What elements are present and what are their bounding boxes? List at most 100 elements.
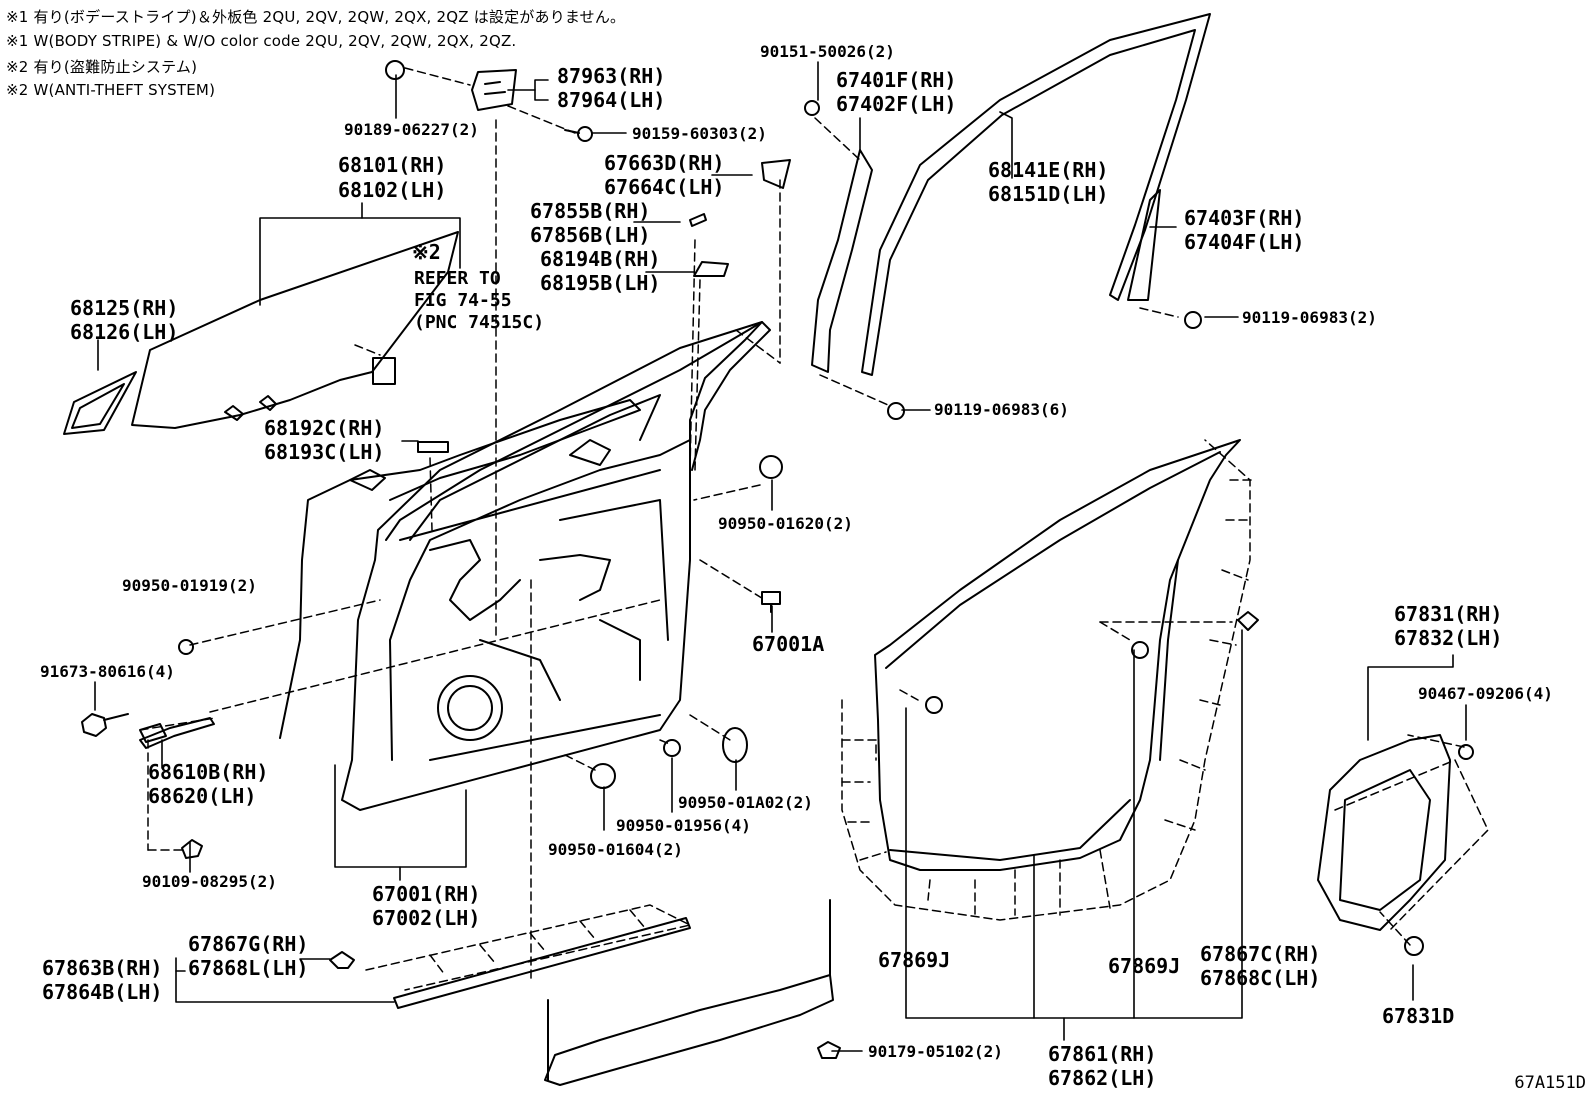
door-check-68610 [139,717,215,749]
glass-label-square [372,357,396,385]
door-outer-panel [279,399,641,739]
label-91673: 91673-80616(4) [40,662,175,681]
label-90950-01956: 90950-01956(4) [616,816,751,835]
clip-67869-b [1131,641,1149,659]
clip-67831D [1404,936,1424,956]
service-cover-67831 [1317,734,1451,931]
frame-moulding-67401 [811,149,873,373]
door-sash-frame [409,394,661,541]
label-90179: 90179-05102(2) [868,1042,1003,1061]
label-67868C: 67868C(LH) [1200,966,1321,990]
label-68102: 68102(LH) [338,178,447,202]
label-90109: 90109-08295(2) [142,872,277,891]
weatherstrip-67861-inner [885,451,1221,861]
plug-90950-01956 [663,739,681,757]
corner-garnish [63,371,137,435]
clip-67001A [761,591,781,613]
mirror-base [471,69,517,111]
label-67867G: 67867G(RH) [188,932,309,956]
label-67831D: 67831D [1382,1004,1455,1028]
door-inner-panel [349,439,611,491]
label-67002: 67002(LH) [372,906,481,930]
service-cover-inner [1339,769,1431,911]
refer-mark: ※2 [412,240,441,264]
plug-90950-01604 [590,763,616,789]
label-90119-b: 90119-06983(6) [934,400,1069,419]
label-68610: 68610B(RH) [148,760,269,784]
rocker-moulding [544,899,834,1086]
clip-90179 [817,1041,841,1059]
label-67869-b: 67869J [1108,954,1181,978]
label-90159: 90159-60303(2) [632,124,767,143]
screw-90119-b [887,402,905,420]
label-68192: 68192C(RH) [264,416,385,440]
label-67001: 67001(RH) [372,882,481,906]
label-68125: 68125(RH) [70,296,179,320]
label-67664: 67664C(LH) [604,175,725,199]
label-67868L: 67868L(LH) [188,956,309,980]
label-68194: 68194B(RH) [540,247,661,271]
label-90119-a: 90119-06983(2) [1242,308,1377,327]
speaker-hole-inner [447,685,493,731]
label-67862: 67862(LH) [1048,1066,1157,1090]
label-67403: 67403F(RH) [1184,206,1305,230]
speaker-hole [437,675,503,741]
label-67001A: 67001A [752,632,825,656]
plug-90950-01919 [178,639,194,655]
label-67404: 67404F(LH) [1184,230,1305,254]
label-67861: 67861(RH) [1048,1042,1157,1066]
clip-68192 [417,441,449,453]
clip-67867G [329,951,355,969]
door-shell [341,321,763,811]
label-68126: 68126(LH) [70,320,179,344]
grommet-90950-01620 [759,455,783,479]
label-67867C: 67867C(RH) [1200,942,1321,966]
corner-piece-67663 [761,159,791,189]
refer-line-1: REFER TO [414,268,501,289]
bolt-90109 [181,839,203,859]
clip-67867C [1237,611,1259,631]
weatherstrip-67403 [1127,189,1161,301]
window-regulator [429,539,641,701]
note-1-en: ※1 W(BODY STRIPE) & W/O color code 2QU, … [6,32,517,50]
label-67663: 67663D(RH) [604,151,725,175]
label-67855: 67855B(RH) [530,199,651,223]
door-inner-frame [389,439,691,761]
clip-90189 [385,60,405,80]
label-90950-01A02: 90950-01A02(2) [678,793,813,812]
clip-90467 [1458,744,1474,760]
label-87963: 87963(RH) [557,64,666,88]
label-67831: 67831(RH) [1394,602,1503,626]
figure-code: 67A151D [1514,1073,1586,1093]
label-90189: 90189-06227(2) [344,120,479,139]
label-87964: 87964(LH) [557,88,666,112]
screw-90159-shaft [564,129,580,134]
clip-67869-a [925,696,943,714]
label-67402: 67402F(LH) [836,92,957,116]
label-68151: 68151D(LH) [988,182,1109,206]
screw-90151 [804,100,820,116]
door-glass [131,231,459,429]
label-90950-01919: 90950-01919(2) [122,576,257,595]
refer-line-2: FIG 74-55 [414,290,512,311]
label-68195: 68195B(LH) [540,271,661,295]
label-68141: 68141E(RH) [988,158,1109,182]
bracket-68194 [693,261,729,277]
label-90950-01620: 90950-01620(2) [718,514,853,533]
belt-moulding-67863 [393,917,691,1009]
refer-line-3: (PNC 74515C) [414,312,545,333]
note-1-jp: ※1 有り(ボデーストライプ)＆外板色 2QU, 2QV, 2QW, 2QX, … [6,8,626,26]
leader-lines [94,61,1467,1052]
label-67401: 67401F(RH) [836,68,957,92]
screw-90119-a [1184,311,1202,329]
bolt-91673 [81,713,129,737]
glass-run-68141 [861,13,1211,376]
label-68193: 68193C(LH) [264,440,385,464]
label-67863: 67863B(RH) [42,956,163,980]
glass-run-bracket [224,395,277,421]
label-68620: 68620(LH) [148,784,257,808]
label-90950-01604: 90950-01604(2) [548,840,683,859]
label-67832: 67832(LH) [1394,626,1503,650]
label-90151: 90151-50026(2) [760,42,895,61]
